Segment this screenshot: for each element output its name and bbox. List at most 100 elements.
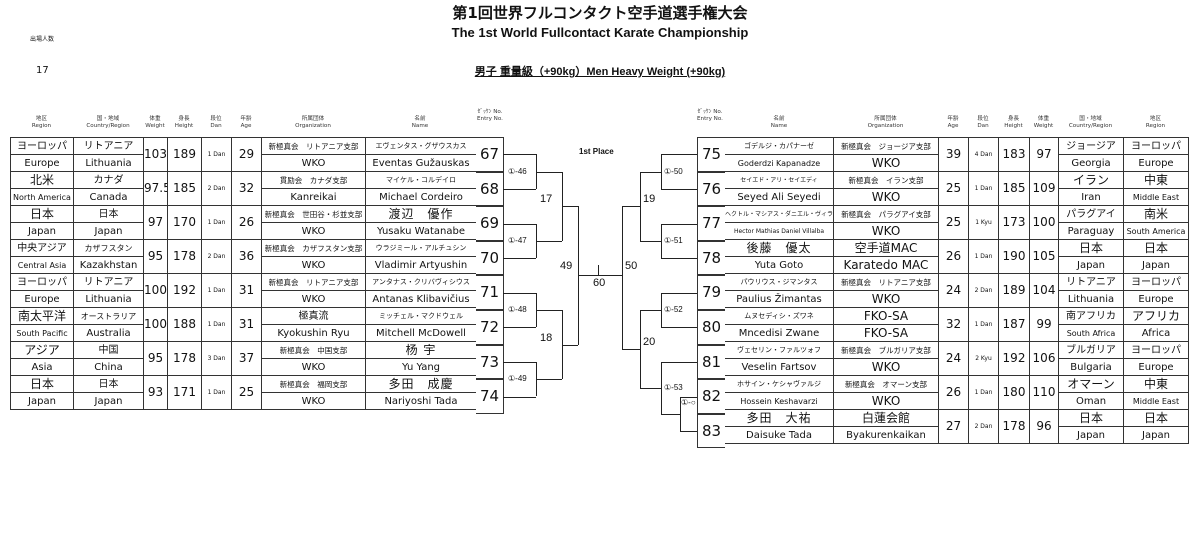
height: 170 [167,205,202,240]
name-en: Eventas Gužauskas [365,154,477,172]
name-ja: 渡辺 優作 [365,205,477,223]
match-label: ①-52 [664,305,683,314]
country-en: Georgia [1058,154,1124,172]
region-en: Europe [10,290,74,308]
organization-en: WKO [833,188,939,206]
country-ja: カザフスタン [73,239,144,257]
entry-number: 67 [476,137,504,172]
name-ja: ホサイン・ケシャヴァルジ [724,375,834,393]
age: 24 [938,341,969,376]
entrants-count: 17 [36,65,49,76]
age: 25 [938,205,969,240]
name-ja: 多田 大祐 [724,409,834,427]
country-en: Japan [1058,426,1124,444]
age: 25 [231,375,262,410]
name-ja: セイエド・アリ・セイエディ [724,171,834,189]
age: 25 [938,171,969,206]
name-en: Vladimir Artyushin [365,256,477,274]
dan: 2 Dan [968,273,999,308]
country-en: Japan [1058,256,1124,274]
bracket-line [562,206,578,208]
bracket-line [640,171,661,173]
region-en: Europe [1123,358,1189,376]
region-en: North America [10,188,74,206]
match-label: ①-51 [664,235,683,245]
entry-number: 75 [697,137,725,172]
organization-ja: 新極真会 パラグアイ支部 [833,205,939,223]
bracket-line [536,240,562,242]
dan: 2 Kyu [968,341,999,376]
organization-ja: 新極真会 ブルガリア支部 [833,341,939,359]
match-label: ①-47 [508,235,527,245]
bracket-line [640,171,641,241]
height: 173 [998,205,1030,240]
name-en: Mitchell McDowell [365,324,477,342]
dan: 1 Dan [201,205,232,240]
bracket-line [640,240,661,242]
dan: 1 Dan [201,375,232,410]
height: 192 [167,273,202,308]
bracket-line [536,171,562,173]
height: 178 [167,239,202,274]
region-ja: 中東 [1123,171,1189,189]
country-en: South Africa [1058,324,1124,342]
name-en: Mncedisi Zwane [724,324,834,342]
age: 26 [231,205,262,240]
region-en: Africa [1123,324,1189,342]
bracket-line [640,310,641,388]
name-en: Yuta Goto [724,256,834,274]
organization-ja: 新極真会 世田谷・杉並支部 [261,205,366,223]
country-ja: ブルガリア [1058,341,1124,359]
weight: 104 [1029,273,1059,308]
dan: 4 Dan [968,137,999,172]
organization-en: Karatedo MAC [833,256,939,274]
region-ja: 日本 [1123,409,1189,427]
dan: 2 Dan [201,239,232,274]
height: 171 [167,375,202,410]
height: 185 [167,171,202,206]
name-en: Yusaku Watanabe [365,222,477,240]
organization-ja: 極真流 [261,307,366,325]
country-en: Paraguay [1058,222,1124,240]
entrants-label: 出場人数 [30,36,55,43]
region-en: Europe [1123,290,1189,308]
height: 192 [998,341,1030,376]
name-ja: 杨 宇 [365,341,477,359]
weight: 105 [1029,239,1059,274]
dan: 2 Dan [968,409,999,444]
bracket-line [661,154,697,156]
organization-en: WKO [833,154,939,172]
region-en: Japan [1123,426,1189,444]
country-ja: オマーン [1058,375,1124,393]
organization-ja: 新極真会 イラン支部 [833,171,939,189]
weight: 95 [143,239,168,274]
weight: 97.5 [143,171,168,206]
bracket-line [622,206,623,349]
country-en: Bulgaria [1058,358,1124,376]
age: 32 [938,307,969,342]
organization-en: WKO [833,222,939,240]
region-en: Japan [1123,256,1189,274]
age: 24 [938,273,969,308]
age: 26 [938,239,969,274]
country-en: Lithuania [73,154,144,172]
header-entry-right: ｾﾞｯｹﾝ No.Entry No. [697,109,723,122]
entry-number: 74 [476,379,504,414]
dan: 1 Dan [201,307,232,342]
name-en: Hossein Keshavarzi [724,392,834,410]
name-en: Michael Cordeiro [365,188,477,206]
bracket-line [503,361,536,363]
dan: 2 Dan [201,171,232,206]
bracket-line [503,396,536,398]
bracket-line [640,310,661,311]
